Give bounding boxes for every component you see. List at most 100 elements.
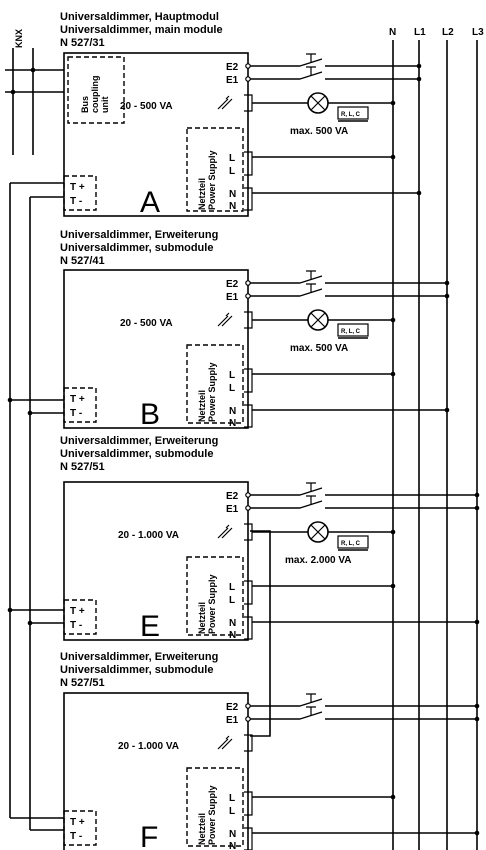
terminal-point [245,63,251,69]
max-load-label: max. 2.000 VA [285,555,352,566]
power-supply-label: NetzteilPower Supply [197,150,217,210]
junction-dot [416,76,422,82]
terminal-n2-label: N [229,418,236,429]
terminal-n2-label: N [229,841,236,850]
pushbutton-e2-icon [299,482,323,496]
module-code: N 527/41 [60,255,105,267]
terminal-point [245,703,251,709]
power-supply-label: NetzteilPower Supply [197,785,217,845]
terminal-point [245,492,251,498]
bus-label-l3: L3 [472,27,484,38]
dimmer-module-a: Universaldimmer, HauptmodulUniversaldimm… [60,11,422,219]
load-type-box [337,106,369,120]
terminal-e2-label: E2 [226,62,239,73]
module-title-de: Universaldimmer, Hauptmodul [60,11,219,23]
junction-dot [390,154,396,160]
terminal-tplus-label: T + [70,182,85,193]
bus-terminal-block [63,599,97,635]
terminal-e1-label: E1 [226,75,239,86]
terminal-e2-label: E2 [226,491,239,502]
bus-terminal-block [63,175,97,211]
module-title-en: Universaldimmer, submodule [60,448,213,460]
output-terminal [244,734,253,752]
supply-terminal [244,827,253,850]
module-code: N 527/31 [60,37,105,49]
dimmer-arrow-icon [217,735,233,750]
terminal-tplus-label: T + [70,817,85,828]
terminal-l1-label: L [229,370,235,381]
module-letter: E [140,610,160,643]
junction-dot [474,619,480,625]
junction-dot [390,583,396,589]
dimmer-module-f: Universaldimmer, ErweiterungUniversaldim… [60,651,480,850]
terminal-l2-label: L [229,806,235,817]
dimmer-arrow-icon [217,524,233,539]
supply-terminal [244,616,253,640]
max-load-label: max. 500 VA [290,343,348,354]
power-supply-block [186,556,244,636]
terminal-point [245,716,251,722]
terminal-n2-label: N [229,201,236,212]
junction-dot [416,63,422,69]
junction-dot [390,529,396,535]
supply-terminal [244,187,253,211]
terminal-l2-label: L [229,383,235,394]
lamp-icon-cross [310,312,326,328]
junction-dot [444,280,450,286]
lamp-icon-cross [310,524,326,540]
module-title-de: Universaldimmer, Erweiterung [60,435,218,447]
junction-dot [390,317,396,323]
pushbutton-e2-icon [299,53,323,67]
terminal-tplus-label: T + [70,606,85,617]
junction-dot [416,190,422,196]
junction-dot [444,407,450,413]
terminal-e1-label: E1 [226,292,239,303]
bus-label-l1: L1 [414,27,426,38]
terminal-e1-label: E1 [226,715,239,726]
terminal-n2-label: N [229,630,236,641]
module-title-en: Universaldimmer, submodule [60,242,213,254]
module-housing [63,692,249,850]
supply-terminal [244,368,253,393]
bus-coupling-label: Buscouplingunit [80,76,110,114]
load-type-box [337,535,369,549]
dimmer-arrow-icon [217,312,233,327]
module-housing [63,269,249,429]
terminal-point [245,280,251,286]
pushbutton-e1-icon [299,706,323,720]
terminal-l1-label: L [229,153,235,164]
terminal-n1-label: N [229,189,236,200]
power-supply-label: NetzteilPower Supply [197,574,217,634]
terminal-tplus-label: T + [70,394,85,405]
junction-dot [474,716,480,722]
module-title-en: Universaldimmer, submodule [60,664,213,676]
terminal-tminus-label: T - [70,408,82,419]
power-supply-block [186,767,244,847]
power-supply-block [186,127,244,212]
knx-bus-lines [5,48,64,155]
terminal-l2-label: L [229,166,235,177]
terminal-e2-label: E2 [226,279,239,290]
bus-coupling-unit [67,56,125,124]
load-type-label: R, L, C [341,112,361,118]
power-range-label: 20 - 1.000 VA [118,530,179,541]
junction-dot [474,830,480,836]
terminal-tminus-label: T - [70,620,82,631]
bus-terminal-block [63,387,97,423]
junction-dot [390,794,396,800]
junction-dot [390,371,396,377]
terminal-e2-label: E2 [226,702,239,713]
bus-label-n: N [389,27,396,38]
supply-terminal [244,791,253,816]
terminal-point [245,505,251,511]
power-supply-label: NetzteilPower Supply [197,362,217,422]
terminal-tminus-label: T - [70,831,82,842]
dimmer-module-e: Universaldimmer, ErweiterungUniversaldim… [60,435,480,643]
power-range-label: 20 - 500 VA [120,318,173,329]
module-code: N 527/51 [60,677,105,689]
pushbutton-e1-icon [299,283,323,297]
junction-dot [390,100,396,106]
dimmer-module-b: Universaldimmer, ErweiterungUniversaldim… [60,229,450,431]
lamp-icon-cross [310,95,326,111]
